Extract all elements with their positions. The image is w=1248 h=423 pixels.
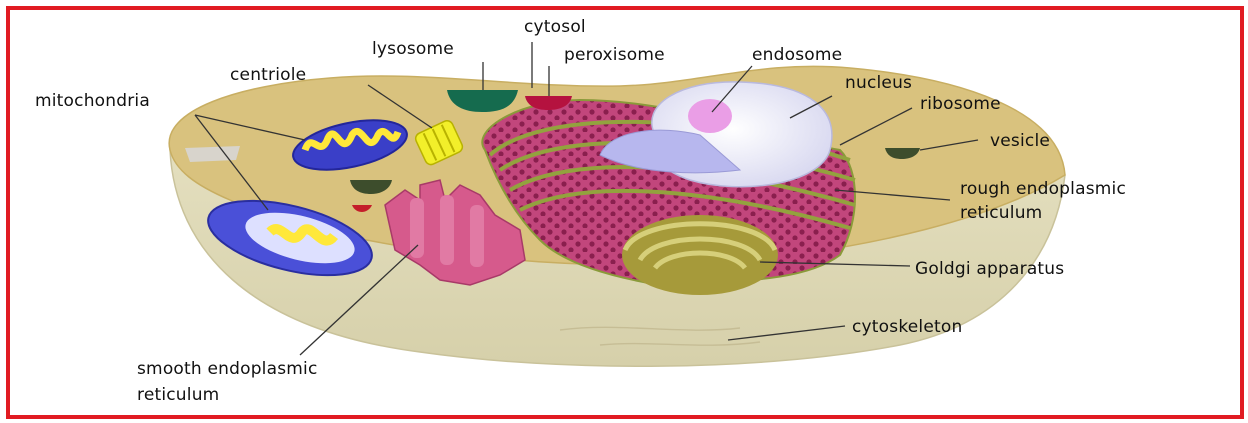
label-endosome: endosome (752, 44, 842, 66)
cytoplasm-patch (185, 146, 240, 162)
label-cytoskeleton: cytoskeleton (852, 316, 962, 338)
label-mitochondria: mitochondria (35, 90, 150, 112)
label-nucleus: nucleus (845, 72, 912, 94)
label-cytosol: cytosol (524, 16, 586, 38)
nucleolus (688, 99, 732, 133)
label-rough-er-line1: rough endoplasmic (960, 178, 1126, 200)
label-rough-er-line2: reticulum (960, 202, 1042, 224)
label-vesicle: vesicle (990, 130, 1050, 152)
label-smooth-er-line2: reticulum (137, 384, 219, 406)
label-centriole: centriole (230, 64, 306, 86)
label-golgi: Goldgi apparatus (915, 258, 1064, 280)
label-smooth-er-line1: smooth endoplasmic (137, 358, 318, 380)
label-lysosome: lysosome (372, 38, 454, 60)
label-ribosome: ribosome (920, 93, 1001, 115)
label-peroxisome: peroxisome (564, 44, 665, 66)
